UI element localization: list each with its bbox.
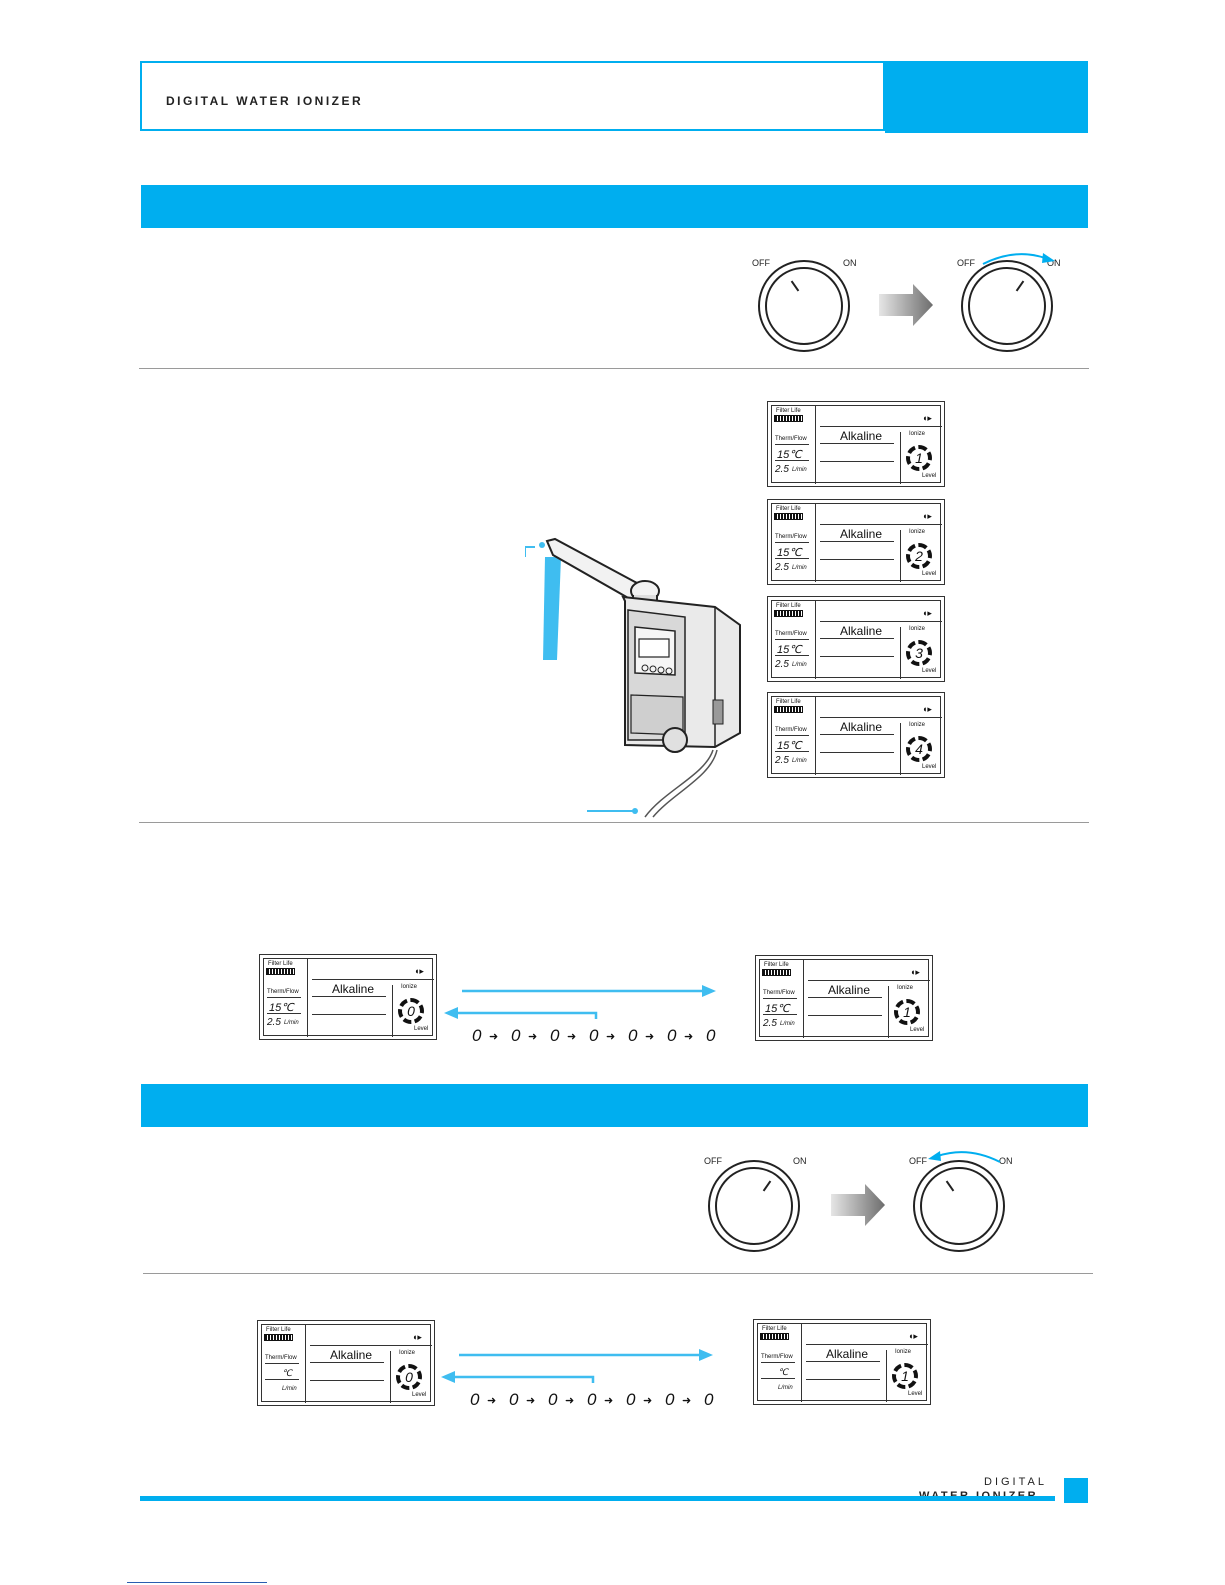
sequence-digit: 0 (470, 1390, 480, 1409)
knob-label-on: ON (843, 258, 857, 268)
filter-battery-icon (762, 969, 791, 976)
sequence-digit: 0 (665, 1390, 675, 1409)
rotate-arrow-icon (982, 253, 1055, 265)
sequence-arrow-icon: ➜ (565, 1395, 575, 1407)
speaker-icon: ◖▸ (922, 511, 932, 521)
section-band-power-off (141, 1084, 1088, 1127)
sequence-arrow-icon: ➜ (487, 1395, 497, 1407)
cycle-arrows-icon (444, 985, 716, 1019)
divider (139, 822, 1089, 823)
bottom-link-underline (127, 1582, 267, 1583)
footer-brand-line1: DIGITAL (984, 1476, 1047, 1488)
level-ring-icon (894, 999, 920, 1025)
level-ring-icon (906, 640, 932, 666)
section-band-power-on (141, 185, 1088, 228)
filter-battery-icon (760, 1333, 789, 1340)
header-accent-block (885, 61, 1088, 133)
speaker-icon: ◖▸ (910, 967, 920, 977)
level-ring-icon (906, 445, 932, 471)
power-knob-off[interactable] (913, 1160, 1005, 1252)
level-ring-icon (396, 1364, 422, 1390)
filter-battery-icon (774, 706, 803, 713)
sequence-digit: 0 (706, 1026, 716, 1045)
rotate-arrow-icon (928, 1151, 1001, 1163)
sequence-arrow-icon: ➜ (606, 1031, 616, 1043)
sequence-arrow-icon: ➜ (643, 1395, 653, 1407)
lcd-display-level-2: Filter Life Therm/Flow ◖▸ Alkaline Ioniz… (767, 499, 945, 585)
sequence-digit: 0 (511, 1026, 521, 1045)
sequence-digit: 0 (667, 1026, 677, 1045)
filter-battery-icon (266, 968, 295, 975)
ionizer-device-illustration (525, 537, 741, 818)
speaker-icon: ◖▸ (412, 1332, 422, 1342)
knob-label-off: OFF (752, 258, 770, 268)
speaker-icon: ◖▸ (922, 413, 932, 423)
filter-battery-icon (774, 415, 803, 422)
power-knob-off[interactable] (758, 260, 850, 352)
knob-label-on: ON (1047, 258, 1061, 268)
sequence-digit: 0 (509, 1390, 519, 1409)
sequence-arrow-icon: ➜ (567, 1031, 577, 1043)
cycle-arrows-icon (441, 1349, 713, 1383)
lcd-display-level-1: Filter Life Therm/Flow ◖▸ Alkaline Ioniz… (767, 401, 945, 487)
speaker-icon: ◖▸ (908, 1331, 918, 1341)
level-ring-icon (892, 1363, 918, 1389)
divider (143, 1273, 1093, 1274)
knob-label-off: OFF (957, 258, 975, 268)
filter-battery-icon (774, 513, 803, 520)
sequence-arrow-icon: ➜ (684, 1031, 694, 1043)
lcd-display-level-1-blank: Filter Life Therm/Flow ◖▸ Alkaline Ioniz… (753, 1319, 931, 1405)
footer-rule (140, 1496, 1055, 1501)
transition-arrow-icon (831, 1184, 885, 1226)
knob-label-on: ON (793, 1156, 807, 1166)
power-knob-on[interactable] (708, 1160, 800, 1252)
level-sequence: 0 ➜ 0 ➜ 0 ➜ 0 ➜ 0 ➜ 0 ➜ 0 (470, 1390, 720, 1416)
speaker-icon: ◖▸ (414, 966, 424, 976)
divider (139, 368, 1089, 369)
knob-label-off: OFF (909, 1156, 927, 1166)
lcd-display-level-4: Filter Life Therm/Flow ◖▸ Alkaline Ioniz… (767, 692, 945, 778)
sequence-digit: 0 (548, 1390, 558, 1409)
sequence-digit: 0 (550, 1026, 560, 1045)
sequence-arrow-icon: ➜ (489, 1031, 499, 1043)
level-ring-icon (398, 998, 424, 1024)
sequence-digit: 0 (704, 1390, 714, 1409)
lcd-display-level-3: Filter Life Therm/Flow ◖▸ Alkaline Ioniz… (767, 596, 945, 682)
sequence-arrow-icon: ➜ (528, 1031, 538, 1043)
speaker-icon: ◖▸ (922, 704, 932, 714)
lcd-display-level-0: Filter Life Therm/Flow ◖▸ Alkaline Ioniz… (259, 954, 437, 1040)
header-title: DIGITAL WATER IONIZER (166, 94, 364, 108)
sequence-arrow-icon: ➜ (604, 1395, 614, 1407)
knob-label-off: OFF (704, 1156, 722, 1166)
footer-accent-block (1064, 1478, 1088, 1503)
lcd-display-level-0-blank: Filter Life Therm/Flow ◖▸ Alkaline Ioniz… (257, 1320, 435, 1406)
transition-arrow-icon (879, 284, 933, 326)
power-knob-on[interactable] (961, 260, 1053, 352)
level-ring-icon (906, 543, 932, 569)
speaker-icon: ◖▸ (922, 608, 932, 618)
level-sequence: 0 ➜ 0 ➜ 0 ➜ 0 ➜ 0 ➜ 0 ➜ 0 (472, 1026, 722, 1052)
sequence-digit: 0 (626, 1390, 636, 1409)
sequence-arrow-icon: ➜ (682, 1395, 692, 1407)
filter-battery-icon (774, 610, 803, 617)
header-frame (140, 61, 885, 131)
level-ring-icon (906, 736, 932, 762)
sequence-digit: 0 (628, 1026, 638, 1045)
sequence-digit: 0 (589, 1026, 599, 1045)
sequence-arrow-icon: ➜ (645, 1031, 655, 1043)
sequence-digit: 0 (472, 1026, 482, 1045)
sequence-arrow-icon: ➜ (526, 1395, 536, 1407)
sequence-digit: 0 (587, 1390, 597, 1409)
lcd-display-level-1-result: Filter Life Therm/Flow ◖▸ Alkaline Ioniz… (755, 955, 933, 1041)
filter-battery-icon (264, 1334, 293, 1341)
knob-label-on: ON (999, 1156, 1013, 1166)
